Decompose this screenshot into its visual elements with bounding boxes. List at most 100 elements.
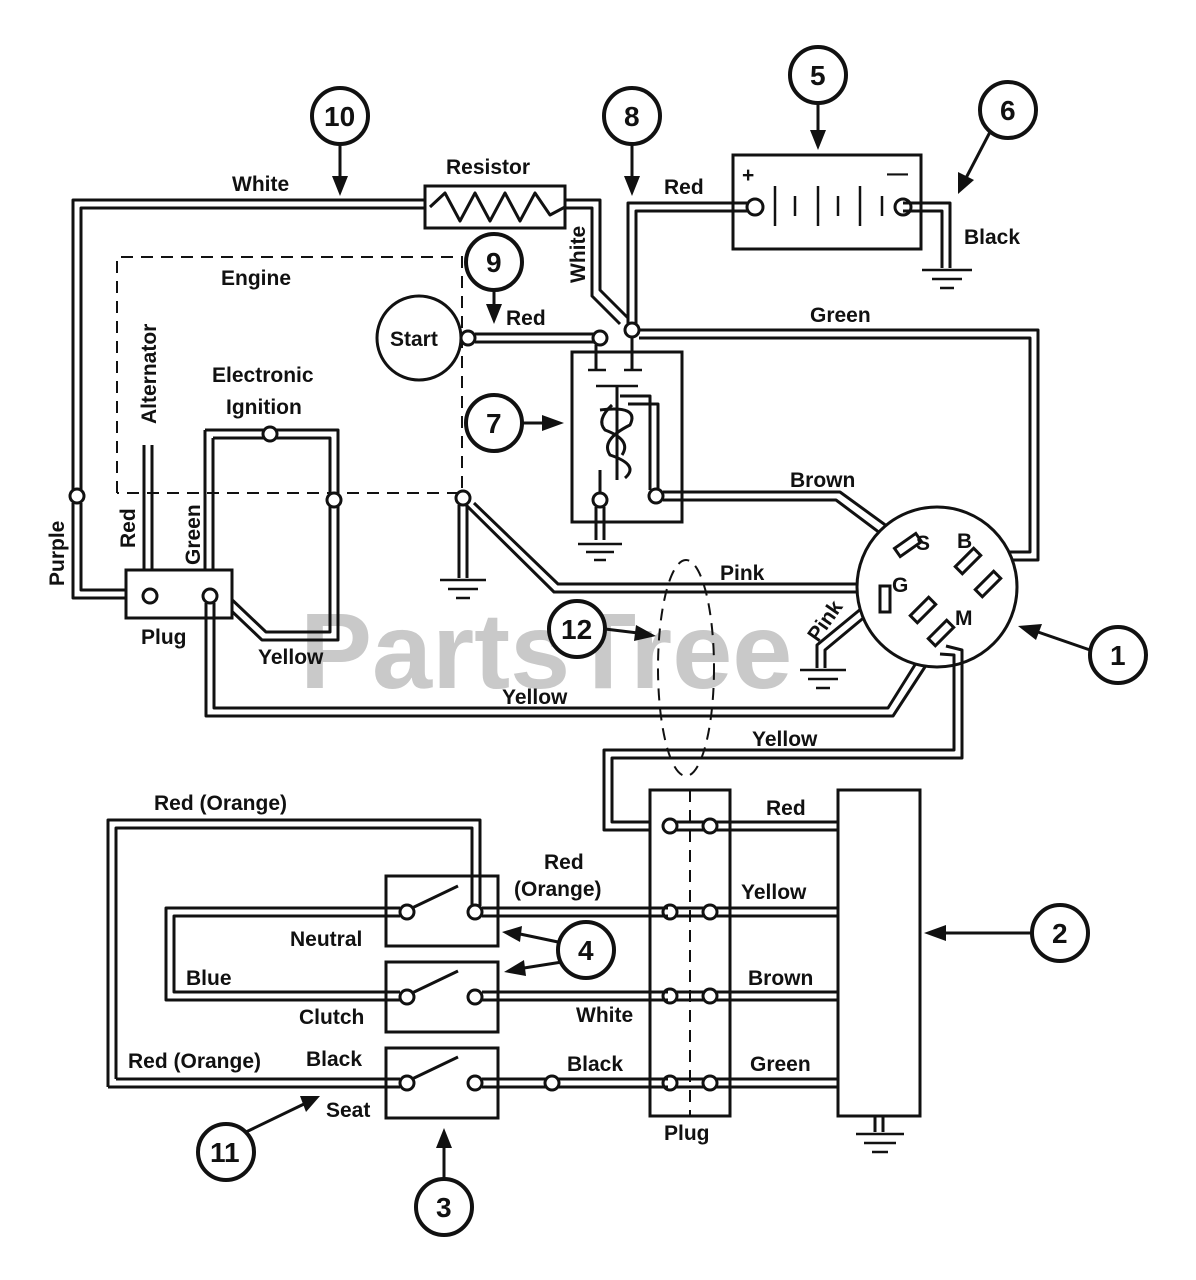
wire-pink: [464, 503, 885, 594]
switch-terminal-s-label: S: [916, 532, 930, 555]
solenoid-terminal-brown: [647, 487, 665, 505]
wire-red-orange-top: [106, 818, 482, 1087]
seat-label: Seat: [326, 1099, 370, 1122]
callout-10: 10: [310, 86, 370, 196]
svg-text:7: 7: [486, 408, 502, 439]
wire-black-seat-label: Black: [306, 1048, 362, 1071]
wire-red-battery-label: Red: [664, 176, 704, 199]
callout-9: 9: [464, 232, 524, 324]
plug-terminal-left: [141, 587, 159, 605]
wire-green-label: Green: [810, 304, 871, 327]
wire-white-label: White: [232, 173, 289, 196]
callout-4: 4: [502, 920, 616, 980]
harness-ellipse: [657, 559, 715, 777]
wire-red-mid-label: Red: [544, 851, 584, 874]
ground-symbol-module: [856, 1132, 904, 1154]
clutch-label: Clutch: [299, 1006, 364, 1029]
neutral-label: Neutral: [290, 928, 362, 951]
wire-red-orange-neutral: [482, 906, 668, 918]
svg-text:6: 6: [1000, 95, 1016, 126]
plug-terminal-right: [201, 587, 219, 605]
wire-yellow-plug-label: Yellow: [741, 881, 807, 904]
wire-red-plug-label: Red: [766, 797, 806, 820]
battery-cells: [773, 186, 884, 226]
plug-module-wires: [668, 820, 838, 1089]
plug-left-label: Plug: [141, 626, 187, 649]
callout-5: 5: [788, 45, 848, 150]
svg-text:5: 5: [810, 60, 826, 91]
svg-text:9: 9: [486, 247, 502, 278]
wire-yellow-ignition-label: Yellow: [258, 646, 324, 669]
ignition-terminal-top: [261, 425, 279, 443]
callout-1: 1: [1018, 624, 1148, 685]
resistor-zigzag: [428, 191, 566, 223]
battery: [731, 153, 923, 251]
wire-white-resistor-solenoid: [565, 198, 630, 320]
switch-terminal-m-label: M: [955, 607, 973, 630]
engine-label: Engine: [221, 267, 291, 290]
control-module: [836, 788, 922, 1118]
wire-yellow-right-label: Yellow: [752, 728, 818, 751]
ignition-label: Ignition: [226, 396, 302, 419]
solenoid: [570, 350, 684, 524]
wire-blue: [164, 906, 400, 1002]
callout-12: 12: [547, 599, 656, 659]
wire-solenoid-ground: [594, 507, 606, 540]
wire-red-alternator: [142, 445, 154, 590]
solenoid-terminal-ground: [591, 491, 609, 509]
svg-text:3: 3: [436, 1192, 452, 1223]
wire-green-plug-label: Green: [750, 1053, 811, 1076]
ground-symbol-solenoid: [578, 542, 622, 562]
wire-white-top: [71, 198, 425, 492]
svg-text:10: 10: [324, 101, 355, 132]
callout-6: 6: [958, 80, 1038, 194]
wire-yellow-long-label: Yellow: [502, 686, 568, 709]
callout-7: 7: [464, 393, 564, 453]
wire-brown-plug-label: Brown: [748, 967, 813, 990]
solenoid-terminal-battery: [623, 321, 641, 339]
callout-3: 3: [414, 1128, 474, 1237]
wire-red-orange-bottom-label: Red (Orange): [128, 1050, 261, 1073]
battery-minus-label: —: [887, 162, 908, 185]
callout-8: 8: [602, 86, 662, 196]
battery-positive-terminal: [745, 197, 765, 217]
starter-terminal: [459, 329, 477, 347]
svg-text:11: 11: [210, 1137, 240, 1168]
ground-symbol-engine: [440, 578, 486, 600]
starter-label: Start: [390, 328, 438, 351]
wire-red-battery-solenoid: [626, 201, 747, 330]
svg-text:8: 8: [624, 101, 640, 132]
ignition-terminal-right: [325, 491, 343, 509]
wire-yellow-long: [204, 603, 938, 718]
wire-green-ignition-label: Green: [182, 504, 205, 565]
svg-text:12: 12: [561, 614, 592, 645]
control-module-ground: [873, 1116, 885, 1132]
svg-text:2: 2: [1052, 918, 1068, 949]
resistor-label: Resistor: [446, 156, 530, 179]
switch-contacts: [398, 884, 484, 1092]
wire-white-clutch: [482, 990, 668, 1002]
wire-blue-label: Blue: [186, 967, 232, 990]
wire-black-battery-label: Black: [964, 226, 1020, 249]
key-switch-slots: [878, 531, 1003, 648]
wire-white-plug-label: White: [576, 1004, 633, 1027]
solenoid-terminal-start: [591, 329, 609, 347]
wire-orange-mid-label: (Orange): [514, 878, 602, 901]
alternator-label: Alternator: [138, 324, 161, 424]
wire-black-mid-label: Black: [567, 1053, 623, 1076]
ignition-coil-loop: [203, 428, 340, 642]
engine-outline: [116, 256, 463, 494]
callout-2: 2: [924, 903, 1090, 963]
wire-purple: [71, 503, 135, 600]
wire-brown-label: Brown: [790, 469, 855, 492]
wire-purple-label: Purple: [46, 521, 69, 586]
electronic-label: Electronic: [212, 364, 314, 387]
switch-terminal-b-label: B: [957, 530, 972, 553]
switch-terminal-g-label: G: [892, 574, 908, 597]
wire-red-orange-seat: [108, 1077, 400, 1089]
seat-wire-junction: [543, 1074, 561, 1092]
ground-symbol-pink: [800, 668, 846, 690]
battery-plus-label: +: [742, 164, 754, 187]
wire-black-battery-ground: [903, 201, 952, 268]
